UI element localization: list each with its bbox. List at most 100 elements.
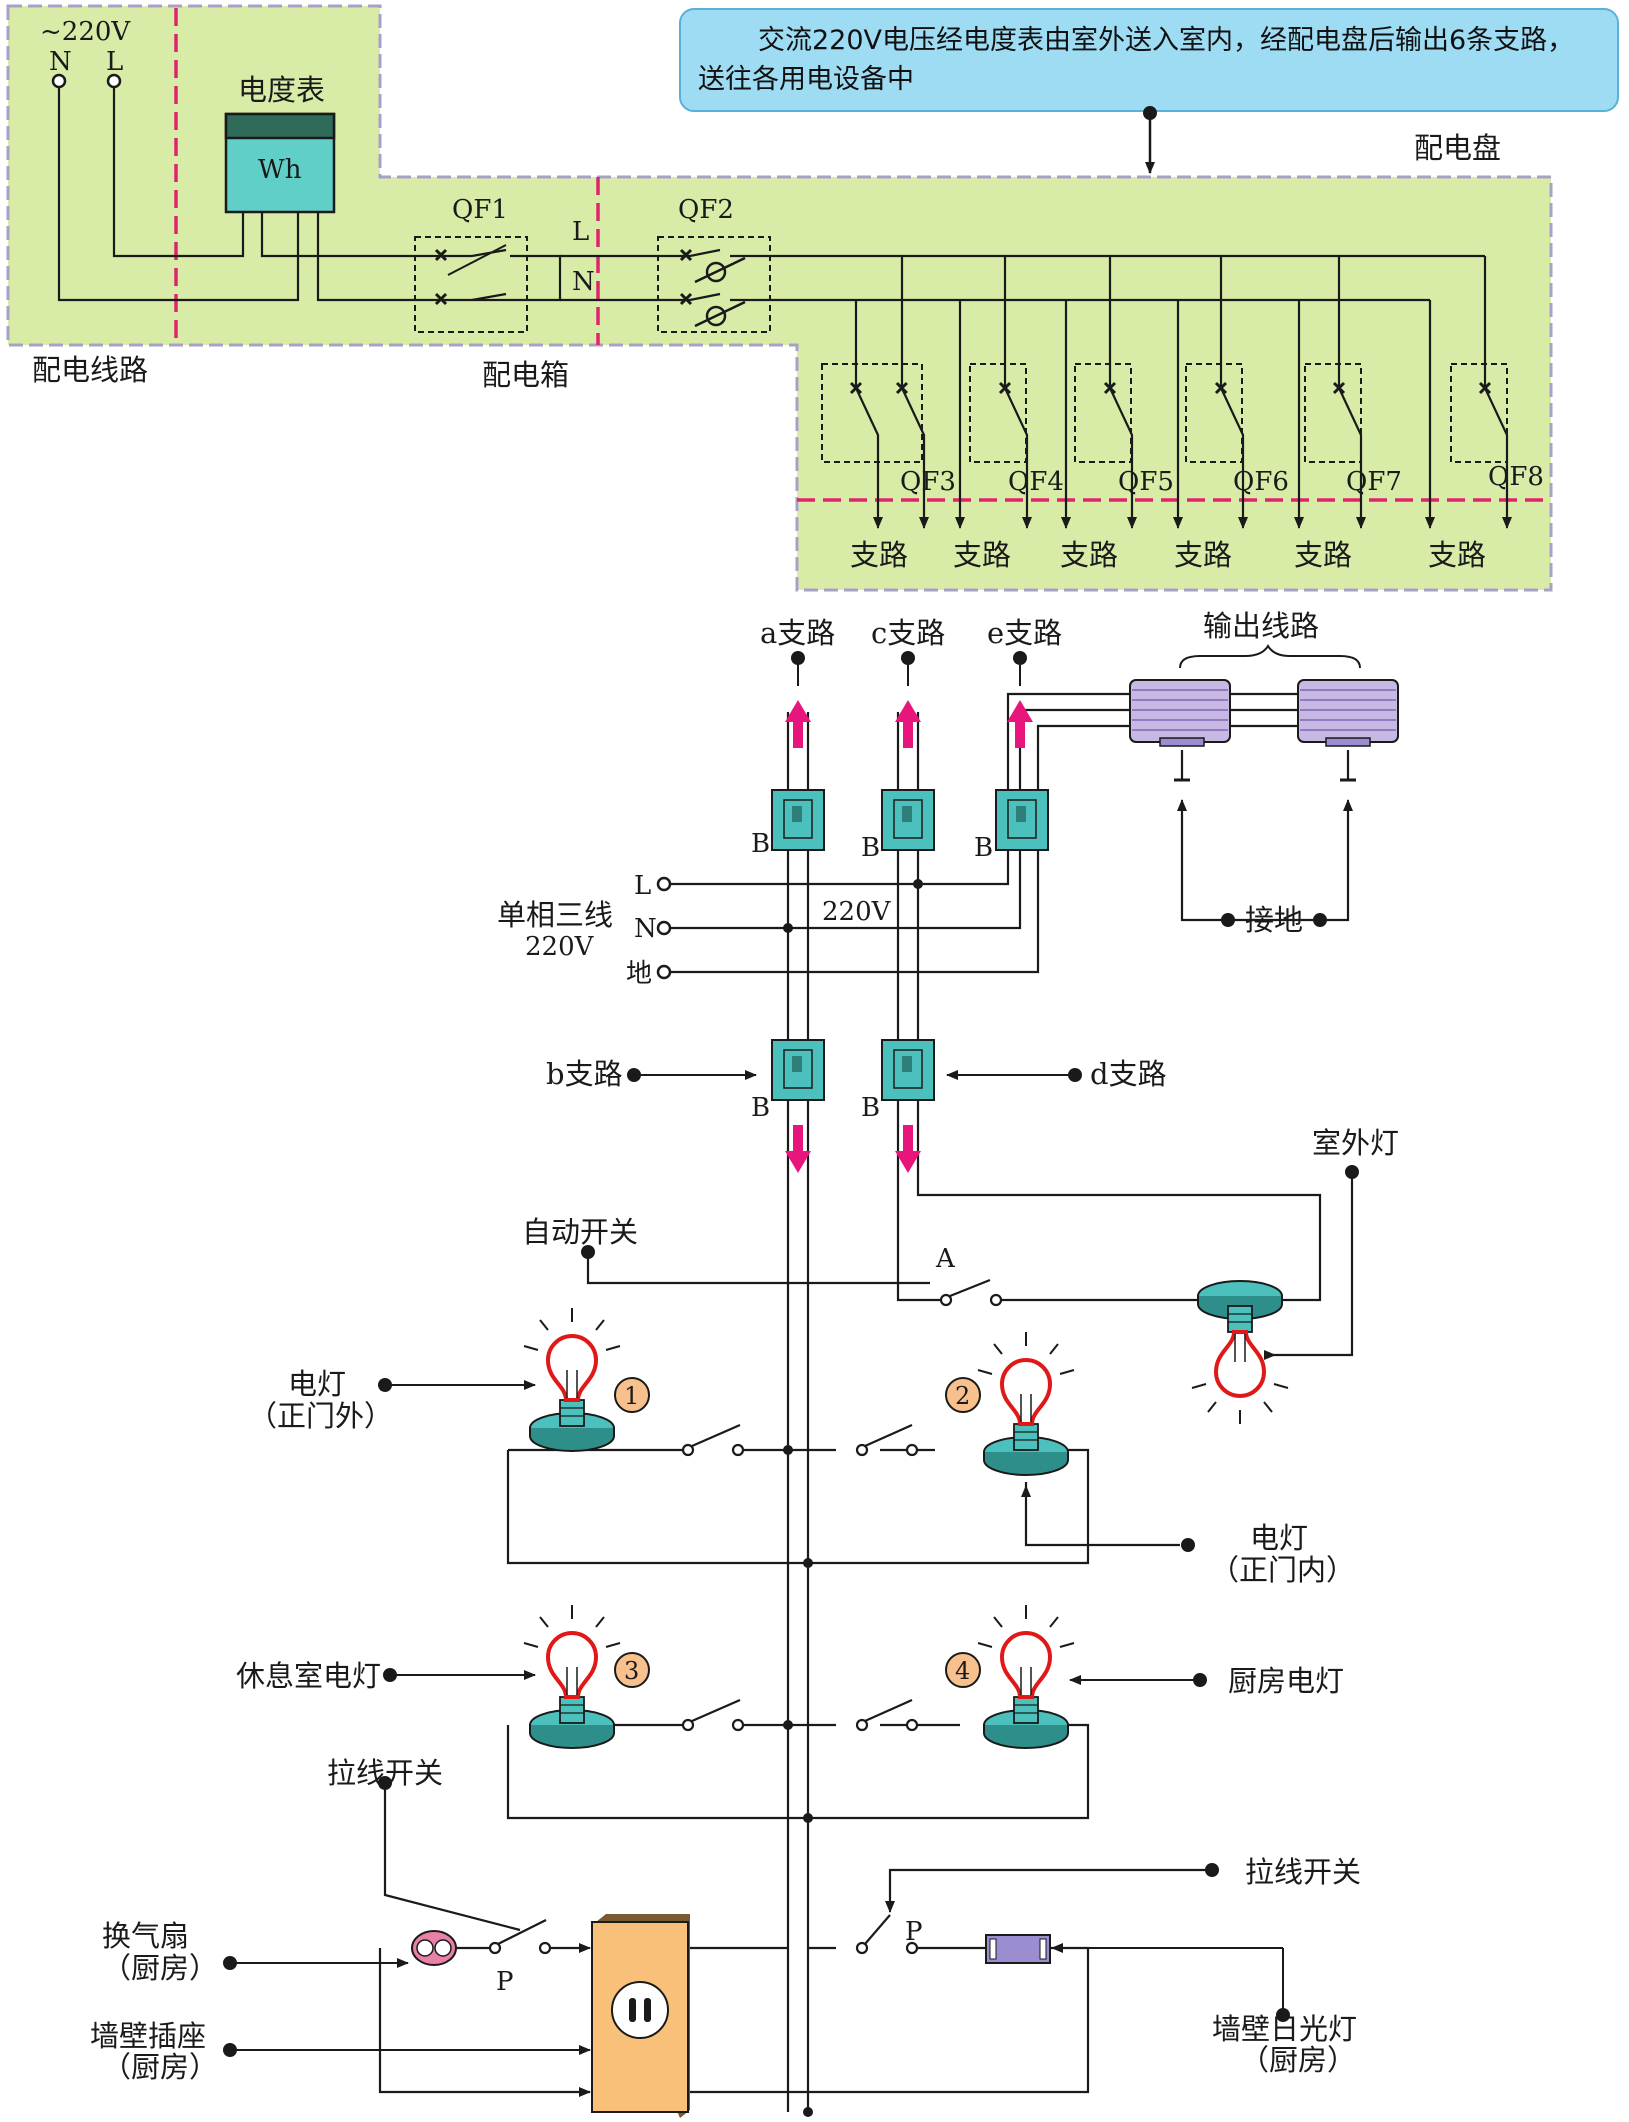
terminal-l [106, 73, 122, 89]
qf3-box [821, 363, 923, 463]
breaker-e-icon [995, 789, 1049, 851]
qf8-label: QF8 [1488, 462, 1544, 492]
kitchen-light-label: 厨房电灯 [1228, 1664, 1344, 1698]
supply-terminals [656, 876, 672, 980]
branch-label-2: 支路 [953, 538, 1011, 572]
rest-light-label: 休息室电灯 [236, 1659, 381, 1693]
branch-label-3: 支路 [1060, 538, 1118, 572]
breaker-b-label-a: B [751, 829, 770, 859]
badge-3-text: 3 [624, 1657, 639, 1685]
supply-n-label: N [49, 47, 72, 77]
breaker-boxes [414, 236, 1508, 463]
terminal-block-2-icon [1297, 679, 1399, 782]
top-wiring [57, 87, 1509, 525]
supply-voltage-label: ~220V [40, 17, 131, 47]
supply-line2-label: 220V [525, 932, 595, 962]
terminal-block-1-icon [1129, 679, 1231, 782]
supply-line1-label: 单相三线 [497, 898, 613, 932]
switch-lamp1-icon [681, 1423, 745, 1457]
branch-e-label: e支路 [987, 616, 1062, 650]
output-terminal-blocks [1129, 644, 1399, 782]
breaker-x-marks [434, 248, 1492, 395]
fan-label-1: 换气扇 [102, 1919, 189, 1953]
electric-meter-icon: Wh [224, 112, 336, 214]
top-arrows [873, 500, 1512, 529]
pull-switch-left-icon [488, 1919, 552, 1955]
branch-label-4: 支路 [1174, 538, 1232, 572]
lamp-2-icon [977, 1332, 1075, 1476]
qf4-box [969, 363, 1027, 463]
exhaust-fan-icon [411, 1930, 457, 1966]
branch-label-5: 支路 [1294, 538, 1352, 572]
breaker-d-icon [881, 1039, 935, 1101]
pull-switch-label-right: 拉线开关 [1245, 1855, 1361, 1889]
lamp2-label-2: （正门内） [1210, 1553, 1355, 1587]
meter-unit: Wh [258, 155, 302, 185]
qf1-box [414, 236, 528, 333]
badge-2 [945, 1377, 981, 1413]
badge-4 [945, 1652, 981, 1688]
badge-3 [614, 1652, 650, 1688]
branch-labels: 支路 支路 支路 支路 支路 支路 [850, 538, 1486, 572]
breaker-b-label-b: B [751, 1093, 770, 1123]
qf5-label: QF5 [1118, 467, 1174, 497]
socket-label-1: 墙壁插座 [90, 2019, 206, 2053]
branch-label-6: 支路 [1428, 538, 1486, 572]
note-line2: 送往各用电设备中 [698, 64, 914, 95]
pull-switch-right-icon [855, 1914, 919, 1955]
leader-arrows [230, 658, 1353, 2097]
qf7-box [1304, 363, 1362, 463]
switch-lamp2-icon [855, 1423, 919, 1457]
branch-d-label: d支路 [1090, 1057, 1167, 1091]
note-callout: 交流220V电压经电度表由室外送入室内，经配电盘后输出6条支路， 送往各用电设备… [679, 8, 1619, 174]
outdoor-lamp-icon [1191, 1280, 1289, 1424]
lamp2-label-1: 电灯 [1250, 1521, 1308, 1555]
lamp-3-icon [523, 1605, 621, 1749]
junction-dots [783, 879, 923, 2117]
qf2-box [657, 236, 771, 333]
lamp1-label-2: （正门外） [248, 1399, 393, 1433]
qf3-label: QF3 [900, 467, 956, 497]
qf1-label: QF1 [452, 195, 508, 225]
terminal-n [51, 73, 67, 89]
badge-1 [614, 1377, 650, 1413]
zone-box-label: 配电箱 [482, 358, 569, 392]
number-badges: 1 2 3 4 [614, 1377, 981, 1688]
switch-a-icon [939, 1278, 1003, 1307]
zone-panel-label: 配电盘 [1414, 131, 1501, 165]
branch-label-1: 支路 [850, 538, 908, 572]
qf2-label: QF2 [678, 195, 734, 225]
switch-a-label: A [935, 1244, 956, 1274]
qf2-fuse-circles [694, 256, 746, 328]
current-arrows [785, 700, 1033, 1173]
breaker-b-label-d: B [861, 1093, 880, 1123]
qf6-box [1185, 363, 1243, 463]
breaker-b-label-c: B [861, 833, 880, 863]
tube-label-2: （厨房） [1240, 2043, 1356, 2077]
qf4-label: QF4 [1008, 467, 1064, 497]
fan-label-2: （厨房） [102, 1951, 218, 1985]
bottom-labels: a支路 c支路 e支路 输出线路 单相三线 220V L N 地 220V 接地… [90, 609, 1399, 2084]
qf8-box [1450, 363, 1508, 463]
outdoor-light-label: 室外灯 [1312, 1126, 1399, 1160]
bottom-ground-label: 地 [626, 959, 652, 989]
lamp-4-icon [977, 1605, 1075, 1749]
top-zones [6, 4, 1553, 592]
switches [488, 1278, 1003, 1955]
branch-b-label: b支路 [546, 1057, 623, 1091]
switch-lamp3-icon [681, 1698, 745, 1732]
qf6-label: QF6 [1233, 467, 1289, 497]
qf7-label: QF7 [1346, 467, 1402, 497]
qf-labels: QF3 QF4 QF5 QF6 QF7 QF8 [900, 462, 1544, 497]
breaker-a-icon [771, 789, 825, 851]
line-l-label: L [572, 217, 589, 247]
breaker-b-group [771, 789, 1049, 1101]
p-label-right: P [905, 1917, 923, 1947]
socket-label-2: （厨房） [102, 2050, 218, 2084]
badge-4-text: 4 [955, 1657, 970, 1685]
lamp-1-icon [523, 1308, 621, 1452]
meter-title: 电度表 [238, 73, 325, 107]
badge-2-text: 2 [955, 1382, 970, 1410]
